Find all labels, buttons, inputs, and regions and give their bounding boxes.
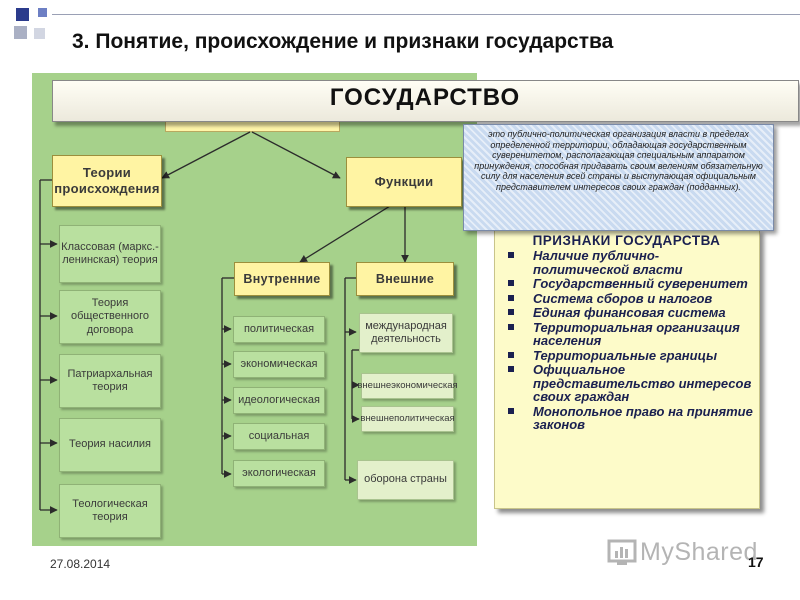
external-function-foreign-political: внешнеполитическая [360, 406, 455, 432]
bullet-square-icon [508, 309, 514, 315]
functions-box: Функции [346, 157, 462, 207]
external-functions-box: Внешние [356, 262, 454, 296]
definition-box: это публично-политическая организация вл… [463, 124, 774, 231]
signs-panel [494, 229, 760, 509]
theory-patriarchal: Патриархальная теория [59, 354, 161, 408]
signs-title: ПРИЗНАКИ ГОСУДАРСТВА [532, 233, 721, 248]
corner-square-navy [16, 8, 29, 21]
internal-function-ecological: экологическая [233, 460, 325, 487]
external-function-defense: оборона страны [357, 460, 454, 500]
bullet-square-icon [508, 407, 514, 414]
sign-item: Территориальные границы [505, 348, 753, 363]
corner-square-gray [14, 26, 27, 39]
internal-functions-box: Внутренние [234, 262, 330, 296]
bullet-square-icon [508, 366, 514, 372]
sign-item: Единая финансовая система [505, 306, 753, 320]
sign-item: Территориальная организация населения [505, 320, 753, 348]
footer-date: 27.08.2014 [50, 557, 111, 571]
bullet-square-icon [508, 294, 514, 301]
internal-function-social: социальная [233, 423, 325, 450]
theory-violence: Теория насилия [59, 418, 161, 472]
internal-function-ideological: идеологическая [233, 387, 325, 414]
corner-square-light [34, 28, 45, 39]
watermark: MyShared [640, 538, 758, 566]
internal-function-political: политическая [233, 316, 325, 343]
bullet-square-icon [508, 323, 514, 330]
watermark-logo-icon [607, 539, 637, 565]
bullet-square-icon [508, 252, 514, 258]
theory-theological: Теологическая теория [59, 484, 161, 538]
internal-function-economic: экономическая [233, 351, 325, 378]
bullet-square-icon [508, 351, 514, 358]
corner-square-blue [38, 8, 47, 17]
sign-item: Официальное представительство интересов … [505, 363, 753, 404]
theory-class: Классовая (маркс.-ленинская) теория [59, 225, 161, 283]
main-banner [52, 80, 799, 122]
sign-item: Государственный суверенитет [505, 277, 753, 291]
main-banner-title: ГОСУДАРСТВО [329, 84, 521, 111]
sign-item: Монопольное право на принятие законов [505, 404, 753, 432]
bullet-square-icon [508, 280, 514, 286]
signs-list: Наличие публично-политической власти Гос… [505, 249, 753, 433]
origin-theories-box: Теории происхождения [52, 155, 162, 207]
page-number: 17 [748, 554, 764, 570]
sign-item: Наличие публично-политической власти [505, 249, 753, 276]
external-function-international: международная деятельность [359, 313, 453, 353]
slide-title: 3. Понятие, происхождение и признаки гос… [72, 30, 614, 53]
sign-item: Система сборов и налогов [505, 291, 753, 306]
external-function-foreign-economic: внешнеэкономическая [357, 373, 458, 399]
theory-social-contract: Теория общественного договора [59, 290, 161, 344]
corner-line [52, 14, 800, 15]
